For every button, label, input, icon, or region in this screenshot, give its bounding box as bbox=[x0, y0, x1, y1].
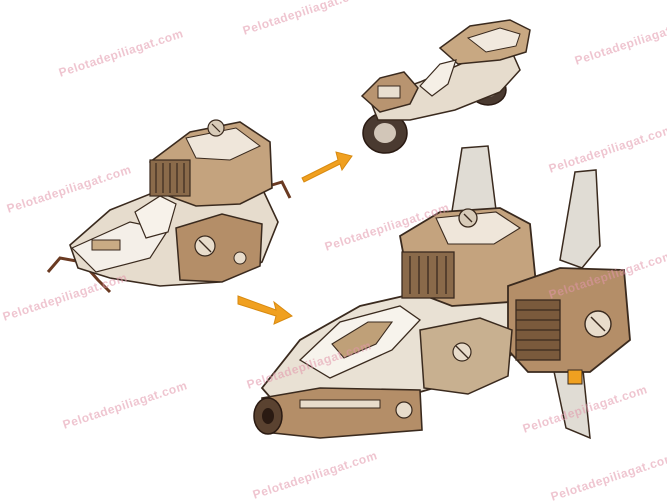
medium-hover-bike bbox=[46, 119, 292, 294]
arrow-to-medium bbox=[301, 151, 353, 183]
large-winged-hover-bike bbox=[253, 145, 631, 440]
small-wheeled-bike bbox=[360, 19, 531, 154]
arrow-to-large bbox=[237, 295, 293, 325]
